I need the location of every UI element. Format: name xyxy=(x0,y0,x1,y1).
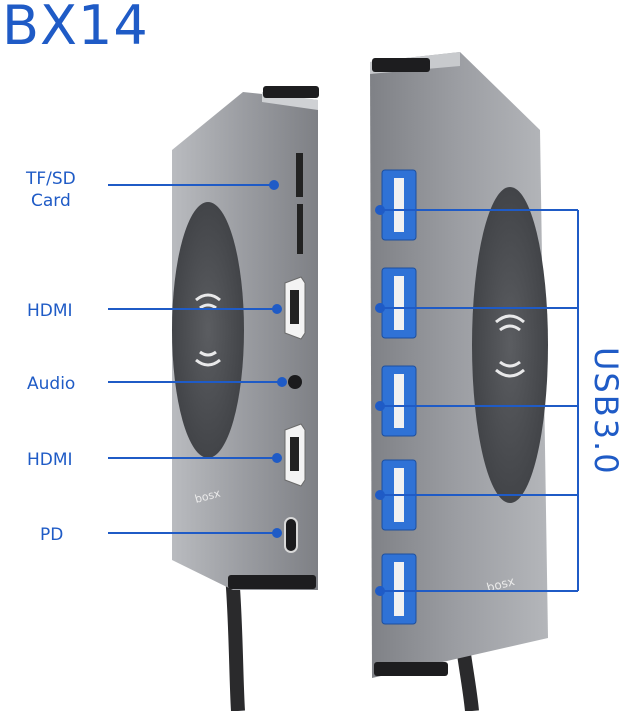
tfsd-label: TF/SD Card xyxy=(26,168,76,212)
pd-label: PD xyxy=(40,525,64,545)
wireless-charging-pad-right xyxy=(472,187,548,503)
usb-port-3-icon xyxy=(381,365,417,437)
tfsd-label-line2: Card xyxy=(31,191,71,211)
tfsd-label-line1: TF/SD xyxy=(26,169,76,189)
tf-slot-icon xyxy=(297,204,303,254)
usb-port-2-icon xyxy=(381,267,417,339)
sd-slot-icon xyxy=(296,153,303,197)
wireless-charging-pad-left xyxy=(172,202,244,458)
hdmi-port-2-icon xyxy=(284,423,306,487)
usb-port-1-icon xyxy=(381,169,417,241)
audio-label: Audio xyxy=(27,374,76,394)
usb-c-pd-port-icon xyxy=(284,517,298,553)
right-device: bosx xyxy=(370,52,548,678)
left-device: bosx xyxy=(172,86,319,590)
audio-jack-icon xyxy=(288,375,302,389)
wireless-charging-icon-right xyxy=(495,314,525,378)
hdmi-port-1-icon xyxy=(284,276,306,340)
hdmi-label-1: HDMI xyxy=(27,301,73,321)
usb-port-5-icon xyxy=(381,553,417,625)
left-cable xyxy=(225,574,245,711)
hdmi-label-2: HDMI xyxy=(27,450,73,470)
wireless-charging-icon-left xyxy=(195,293,221,367)
product-title: BX14 xyxy=(2,0,149,57)
